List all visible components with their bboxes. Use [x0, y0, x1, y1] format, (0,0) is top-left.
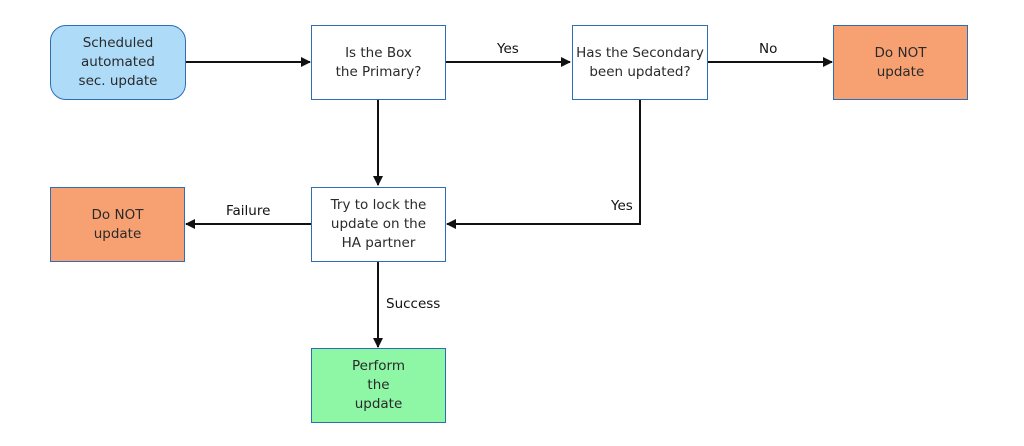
- do-not-update-left: Do NOT update: [50, 187, 185, 262]
- label-primary-yes: Yes: [497, 41, 519, 57]
- try-lock-node: Try to lock the update on the HA partner: [311, 187, 446, 262]
- edge-secondary-to-lock: [446, 100, 641, 229]
- label-secondary-no: No: [759, 41, 778, 57]
- decision-is-primary: Is the Box the Primary?: [311, 25, 446, 100]
- label-secondary-yes: Yes: [611, 198, 633, 214]
- decision-secondary-updated: Has the Secondary been updated?: [572, 25, 708, 100]
- start-node: Scheduled automated sec. update: [50, 25, 186, 100]
- do-not-update-right: Do NOT update: [833, 25, 968, 100]
- perform-update-node: Perform the update: [311, 348, 446, 423]
- label-lock-success: Success: [386, 296, 441, 312]
- label-lock-failure: Failure: [226, 203, 271, 219]
